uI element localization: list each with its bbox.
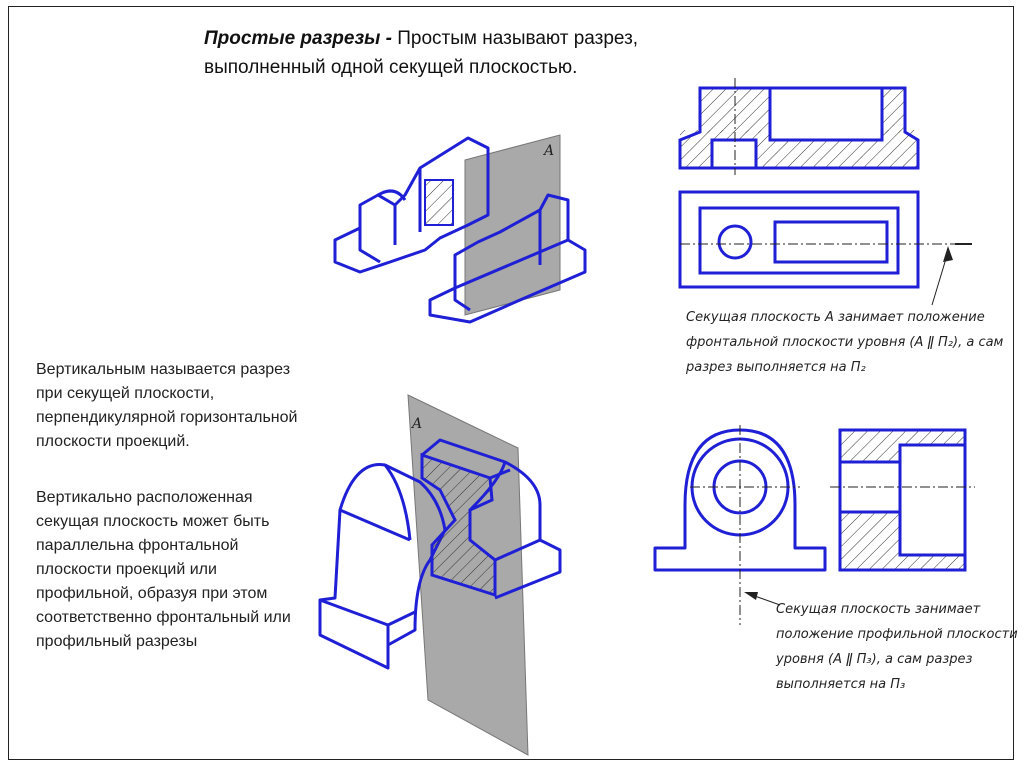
isometric-profile-section: A	[318, 394, 562, 756]
profile-plane-note: Секущая плоскость занимает положение про…	[776, 597, 1021, 697]
profile-note-line4: выполняется на П₃	[776, 677, 906, 692]
body-paragraph-1: Вертикальным называется разрез при секущ…	[36, 361, 298, 450]
cut-face-hatched-2	[420, 452, 497, 598]
frontal-note-line2: фронтальной плоскости уровня (А ǁ П₂), а…	[686, 335, 1004, 350]
cut-face-hatched-1	[424, 179, 454, 226]
slide-border	[8, 6, 1014, 760]
top-view	[678, 190, 972, 306]
plane-label-top: A	[542, 143, 554, 159]
front-view	[653, 425, 827, 625]
profile-section-view	[830, 428, 975, 572]
frontal-section-view	[678, 78, 920, 175]
plane-label-bottom: A	[410, 416, 422, 432]
title-line1: Простым называют разрез,	[397, 28, 639, 49]
title-line2: выполненный одной секущей плоскостью.	[204, 57, 578, 78]
slide-title: Простые разрезы - Простым называют разре…	[204, 24, 764, 82]
title-bold: Простые разрезы -	[204, 28, 392, 49]
profile-note-line3: уровня (А ǁ П₃), а сам разрез	[776, 652, 973, 667]
frontal-note-line1: Секущая плоскость А занимает положение	[686, 310, 985, 325]
frontal-plane-note: Секущая плоскость А занимает положение ф…	[686, 305, 1006, 380]
frontal-note-line3: разрез выполняется на П₂	[686, 360, 866, 375]
isometric-frontal-section: A	[333, 134, 587, 324]
profile-note-line1: Секущая плоскость занимает	[776, 602, 981, 617]
body-paragraph-2: Вертикально расположенная секущая плоско…	[36, 489, 291, 650]
profile-note-line2: положение профильной плоскости	[776, 627, 1018, 642]
